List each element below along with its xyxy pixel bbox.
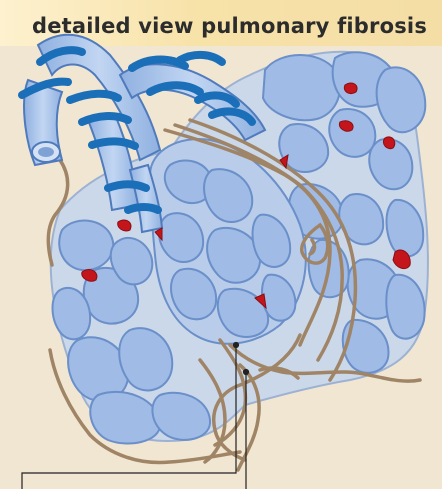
illustration-canvas: detailed view pulmonary fibrosis [0, 0, 442, 489]
pulmonary-fibrosis-diagram [0, 0, 442, 489]
